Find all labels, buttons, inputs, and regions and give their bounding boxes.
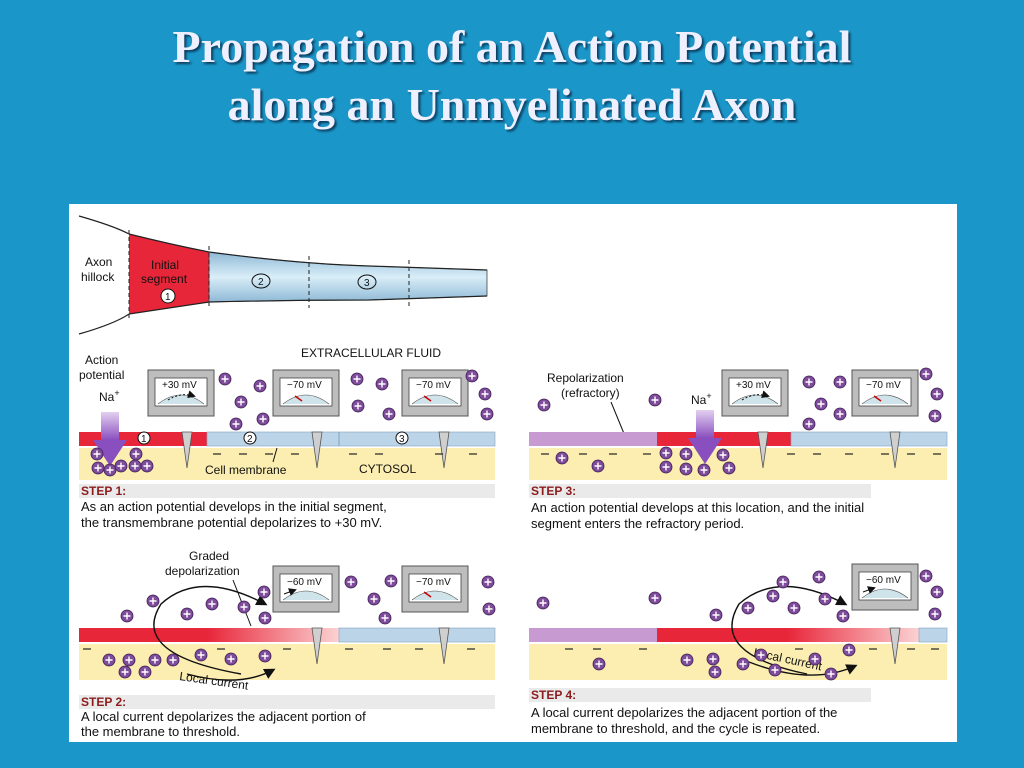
na-label: Na+ — [99, 388, 120, 404]
step-2-title: STEP 2: — [81, 695, 126, 709]
voltmeter-step1-3 — [401, 369, 469, 417]
voltmeter-step2-1 — [272, 565, 340, 613]
svg-text:2: 2 — [247, 434, 253, 445]
step-3-panel: Repolarization (refractory) Na+ +30 mV −… — [529, 367, 948, 531]
membrane-resting — [206, 431, 496, 447]
meter-reading-step1-2: −70 mV — [287, 380, 322, 391]
meter-reading-step3-1: +30 mV — [736, 380, 771, 391]
voltmeter-step2-2 — [401, 565, 469, 613]
axon-hillock-label-2: hillock — [81, 270, 115, 284]
repolarization-label: Repolarization — [547, 371, 624, 385]
meter-reading-step1-3: −70 mV — [416, 380, 451, 391]
voltmeter-step3-2 — [851, 369, 919, 417]
initial-segment-label-2: segment — [141, 272, 188, 286]
step-1-panel: EXTRACELLULAR FLUID Action potential Na+… — [79, 346, 496, 530]
initial-segment-region — [129, 234, 209, 314]
meter-reading-step1-1: +30 mV — [162, 380, 197, 391]
segment-number-3: 3 — [364, 278, 370, 289]
step-4-text-line1: A local current depolarizes the adjacent… — [531, 705, 837, 720]
voltmeter-step3-1 — [721, 369, 789, 417]
step-4-text-line2: membrane to threshold, and the cycle is … — [531, 721, 820, 736]
step-4-panel: −60 mV Local current STEP 4: A local cur… — [529, 563, 948, 736]
segment-number-2: 2 — [258, 277, 264, 288]
cell-membrane-label: Cell membrane — [205, 463, 287, 477]
meter-reading-step4-1: −60 mV — [866, 575, 901, 586]
step-1-text-line2: the transmembrane potential depolarizes … — [81, 515, 382, 530]
meter-reading-step2-1: −60 mV — [287, 577, 322, 588]
slide-title-line-1: Propagation of an Action Potential — [172, 21, 852, 72]
graded-depolarization-label: Graded — [189, 549, 229, 563]
initial-segment-label: Initial — [151, 258, 179, 272]
extracellular-fluid-label: EXTRACELLULAR FLUID — [301, 346, 441, 360]
step-3-title: STEP 3: — [531, 484, 576, 498]
meter-reading-step2-2: −70 mV — [416, 577, 451, 588]
step-4-title: STEP 4: — [531, 688, 576, 702]
axon-overview: Axon hillock Initial segment 1 2 3 — [78, 215, 488, 335]
graded-depolarization-label-2: depolarization — [165, 564, 240, 578]
figure-panel: Axon hillock Initial segment 1 2 3 EXTRA… — [69, 204, 957, 742]
cytosol-label: CYTOSOL — [359, 462, 416, 476]
na-label-step3: Na+ — [691, 391, 712, 407]
action-potential-label: Action — [85, 353, 118, 367]
repolarization-label-2: (refractory) — [561, 386, 620, 400]
segment-number-1: 1 — [165, 292, 171, 303]
step-1-title: STEP 1: — [81, 484, 126, 498]
na-influx-arrow — [93, 440, 127, 466]
voltmeter-step4-1 — [851, 563, 919, 611]
axon-hillock-label: Axon — [85, 255, 112, 269]
meter-reading-step3-2: −70 mV — [866, 380, 901, 391]
step-2-panel: Graded depolarization −60 mV −70 mV Loca… — [79, 549, 496, 739]
step-1-text-line1: As an action potential develops in the i… — [81, 499, 387, 514]
step-2-text-line1: A local current depolarizes the adjacent… — [81, 709, 366, 724]
step-3-text-line1: An action potential develops at this loc… — [531, 500, 864, 515]
axon-body — [208, 251, 488, 303]
svg-text:3: 3 — [399, 434, 405, 445]
action-potential-label-2: potential — [79, 368, 124, 382]
slide-title: Propagation of an Action Potential along… — [0, 18, 1024, 134]
step-2-text-line2: the membrane to threshold. — [81, 724, 240, 739]
voltmeter-step1-2 — [272, 369, 340, 417]
axon-diagram: Axon hillock Initial segment 1 2 3 EXTRA… — [78, 215, 948, 739]
step-3-text-line2: segment enters the refractory period. — [531, 516, 744, 531]
slide-title-line-2: along an Unmyelinated Axon — [227, 79, 797, 130]
svg-text:1: 1 — [141, 434, 147, 445]
na-influx-arrow-step3 — [688, 438, 722, 464]
voltmeter-step1-1 — [147, 369, 215, 417]
